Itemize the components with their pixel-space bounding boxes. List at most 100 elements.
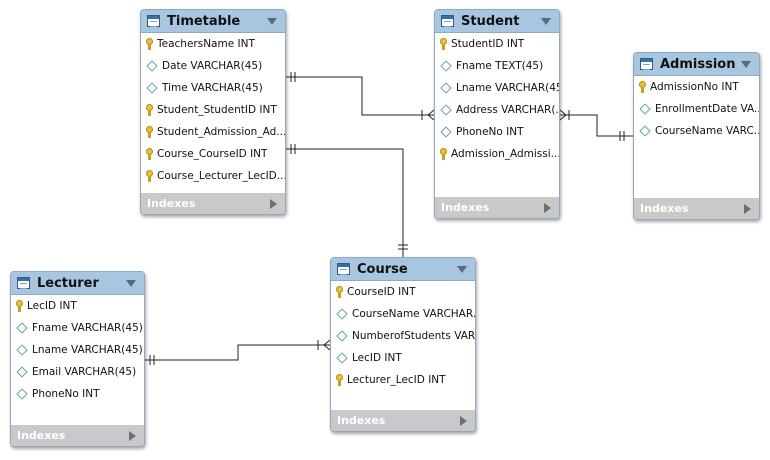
diamond-icon: [440, 82, 452, 94]
column-row[interactable]: EnrollmentDate VA...: [634, 98, 759, 120]
collapse-dropdown-icon[interactable]: [126, 279, 136, 287]
key-icon: [146, 104, 153, 116]
diamond-icon: [146, 82, 158, 94]
column-row[interactable]: Course_Lecturer_LecID...: [141, 165, 285, 187]
column-row[interactable]: Lecturer_LecID INT: [331, 369, 475, 391]
entity-lecturer[interactable]: Lecturer LecID INT Fname VARCHAR(45) Lname…: [10, 271, 145, 447]
expand-arrow-icon[interactable]: [744, 203, 751, 214]
entity-timetable[interactable]: Timetable TeachersName INT Date VARCHAR(4…: [140, 9, 286, 215]
entity-header[interactable]: Course: [331, 258, 475, 281]
column-list: StudentID INT Fname TEXT(45) Lname VARCHAR…: [435, 33, 559, 165]
expand-arrow-icon[interactable]: [270, 198, 277, 209]
collapse-dropdown-icon[interactable]: [457, 265, 467, 273]
column-row[interactable]: Admission_Admissi...: [435, 143, 559, 165]
diamond-icon: [639, 125, 651, 137]
indexes-label: Indexes: [17, 429, 66, 442]
indexes-label: Indexes: [337, 414, 386, 427]
column-label: Admission_Admissi...: [451, 148, 559, 160]
entity-header[interactable]: Timetable: [141, 10, 285, 33]
entity-student[interactable]: Student StudentID INT Fname TEXT(45) Lname…: [434, 9, 560, 219]
key-icon: [440, 148, 447, 160]
indexes-label: Indexes: [640, 202, 689, 215]
column-list: AdmissionNo INT EnrollmentDate VA... Cours…: [634, 76, 759, 142]
entity-admission[interactable]: Admission AdmissionNo INT EnrollmentDate …: [633, 52, 760, 220]
key-icon: [336, 286, 343, 298]
column-row[interactable]: Lname VARCHAR(45): [11, 339, 144, 361]
column-row[interactable]: TeachersName INT: [141, 33, 285, 55]
entity-title: Timetable: [167, 13, 241, 29]
key-icon: [146, 38, 153, 50]
diamond-icon: [440, 60, 452, 72]
key-icon: [146, 148, 153, 160]
diamond-icon: [336, 330, 348, 342]
key-icon: [16, 300, 23, 312]
column-label: Fname TEXT(45): [456, 60, 544, 72]
column-label: Lecturer_LecID INT: [347, 374, 446, 386]
indexes-label: Indexes: [441, 201, 490, 214]
column-row[interactable]: PhoneNo INT: [11, 383, 144, 405]
indexes-footer[interactable]: Indexes: [11, 425, 144, 446]
column-row[interactable]: CourseName VARCHAR...: [331, 303, 475, 325]
column-row[interactable]: CourseName VARC...: [634, 120, 759, 142]
key-icon: [146, 126, 153, 138]
column-row[interactable]: AdmissionNo INT: [634, 76, 759, 98]
entity-header[interactable]: Student: [435, 10, 559, 33]
indexes-footer[interactable]: Indexes: [331, 410, 475, 431]
column-label: Email VARCHAR(45): [32, 366, 137, 378]
column-row[interactable]: PhoneNo INT: [435, 121, 559, 143]
column-label: Time VARCHAR(45): [162, 82, 263, 94]
column-row[interactable]: Time VARCHAR(45): [141, 77, 285, 99]
diamond-icon: [440, 104, 452, 116]
diamond-icon: [440, 126, 452, 138]
column-row[interactable]: Course_CourseID INT: [141, 143, 285, 165]
relationship-timetable-course: [286, 144, 408, 257]
column-label: LecID INT: [352, 352, 402, 364]
column-label: CourseID INT: [347, 286, 416, 298]
indexes-footer[interactable]: Indexes: [435, 197, 559, 218]
column-row[interactable]: LecID INT: [11, 295, 144, 317]
column-label: PhoneNo INT: [456, 126, 524, 138]
column-row[interactable]: Email VARCHAR(45): [11, 361, 144, 383]
key-icon: [639, 81, 646, 93]
column-row[interactable]: CourseID INT: [331, 281, 475, 303]
column-row[interactable]: Address VARCHAR(...: [435, 99, 559, 121]
table-icon: [441, 15, 454, 27]
column-row[interactable]: LecID INT: [331, 347, 475, 369]
column-label: Course_Lecturer_LecID...: [157, 170, 285, 182]
column-list: CourseID INT CourseName VARCHAR... Numbero…: [331, 281, 475, 391]
column-label: StudentID INT: [451, 38, 525, 50]
collapse-dropdown-icon[interactable]: [741, 60, 751, 68]
column-label: Course_CourseID INT: [157, 148, 268, 160]
column-row[interactable]: Lname VARCHAR(45): [435, 77, 559, 99]
column-row[interactable]: Fname TEXT(45): [435, 55, 559, 77]
column-row[interactable]: Student_Admission_Ad...: [141, 121, 285, 143]
indexes-footer[interactable]: Indexes: [141, 193, 285, 214]
column-row[interactable]: NumberofStudents VAR...: [331, 325, 475, 347]
entity-course[interactable]: Course CourseID INT CourseName VARCHAR...…: [330, 257, 476, 432]
expand-arrow-icon[interactable]: [129, 430, 136, 441]
entity-header[interactable]: Admission: [634, 53, 759, 76]
entity-title: Admission: [660, 56, 736, 72]
column-label: Fname VARCHAR(45): [32, 322, 143, 334]
column-label: CourseName VARC...: [655, 125, 759, 137]
column-label: NumberofStudents VAR...: [352, 330, 475, 342]
column-row[interactable]: Fname VARCHAR(45): [11, 317, 144, 339]
column-label: AdmissionNo INT: [650, 81, 739, 93]
indexes-footer[interactable]: Indexes: [634, 198, 759, 219]
column-label: Lname VARCHAR(45): [456, 82, 559, 94]
collapse-dropdown-icon[interactable]: [541, 17, 551, 25]
entity-header[interactable]: Lecturer: [11, 272, 144, 295]
key-icon: [146, 170, 153, 182]
expand-arrow-icon[interactable]: [460, 415, 467, 426]
column-list: TeachersName INT Date VARCHAR(45) Time VAR…: [141, 33, 285, 187]
column-row[interactable]: Date VARCHAR(45): [141, 55, 285, 77]
table-icon: [337, 263, 350, 275]
column-label: EnrollmentDate VA...: [655, 103, 759, 115]
column-row[interactable]: StudentID INT: [435, 33, 559, 55]
column-row[interactable]: Student_StudentID INT: [141, 99, 285, 121]
column-label: Date VARCHAR(45): [162, 60, 263, 72]
expand-arrow-icon[interactable]: [544, 202, 551, 213]
collapse-dropdown-icon[interactable]: [267, 17, 277, 25]
table-icon: [147, 15, 160, 27]
column-label: Student_Admission_Ad...: [157, 126, 285, 138]
